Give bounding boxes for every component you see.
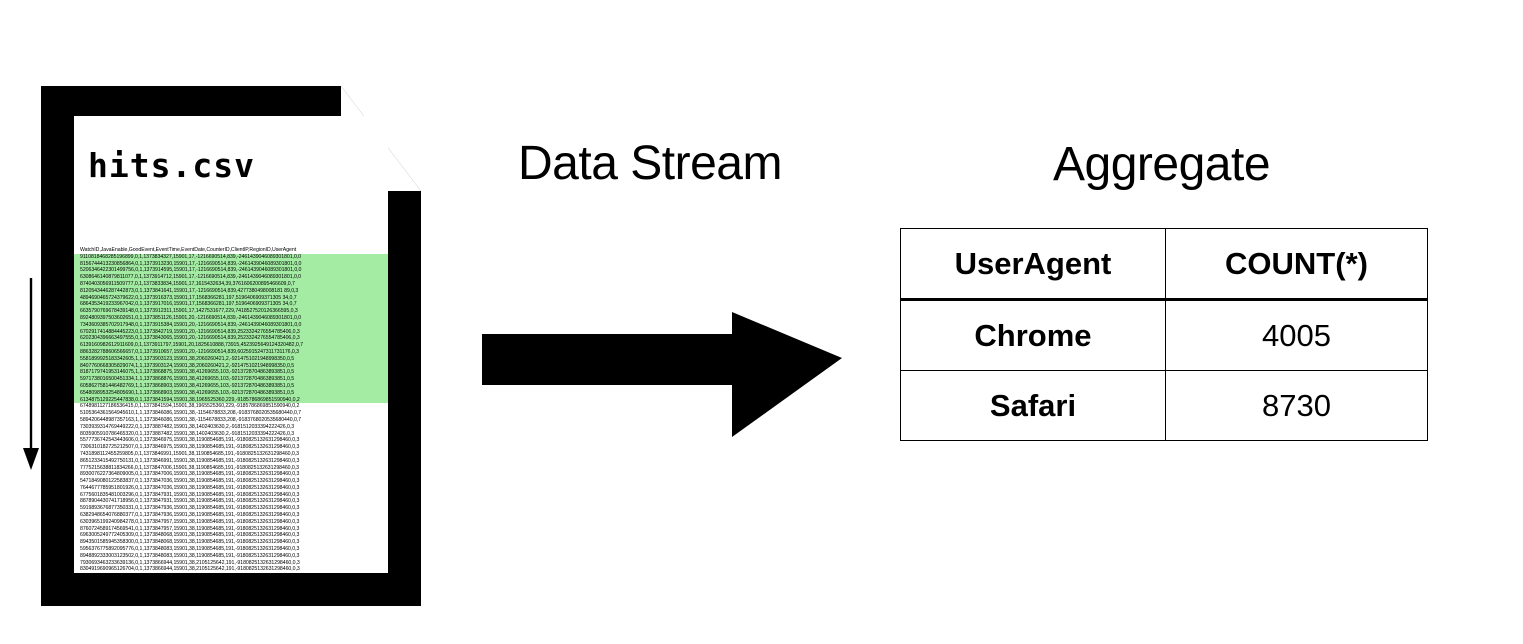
csv-row: 8651233415492750131,0,1,1373846991,15901… [80,457,300,464]
csv-row: 8035905910786465320,0,1,1373887482,15901… [80,430,295,437]
csv-row: 5894206448987357163,1,1,1373846086,15901… [80,416,302,423]
csv-row: 7306310182725212507,0,1,1373846975,15901… [80,444,300,451]
csv-row: 7775215638811834266,0,1,1373847006,15901… [80,464,299,471]
csv-row-list: 9110818468285196899,0,1,1373834327,15901… [80,254,388,573]
csv-row: 8924809397503602651,0,1,1373851126,15901… [80,314,302,321]
csv-row: 6058627581446482769,1,1,1373868903,15901… [80,382,295,389]
csv-row: 8120543446287442873,0,1,1373841641,15901… [80,287,299,294]
csv-row: 6308646140879811077,0,1,1373914712,15901… [80,274,302,281]
csv-row: 8863282788606566657,0,1,1373910657,15901… [80,348,299,355]
csv-header-row: WatchID,JavaEnable,GoodEvent,EventTime,E… [80,247,297,253]
csv-row: 7930693463233639136,0,1,1373866944,15901… [80,559,300,566]
csv-highlight-band [74,253,388,404]
csv-row: 6139160982612911609,0,1,1373911797,15901… [80,342,303,349]
csv-row: 6748981127186536415,0,1,1373841594,15901… [80,403,300,410]
csv-row: 8930076227364809005,0,1,1373847006,15901… [80,471,300,478]
csv-row: 6202304396663497555,0,1,1373843065,15901… [80,335,300,342]
csv-row: 6635790769678439148,0,1,1373912311,15901… [80,308,298,315]
table-header-row: UserAgent COUNT(*) [900,228,1428,301]
cell-count: 4005 [1165,299,1428,371]
csv-row: 8156744413230856864,0,1,1373913230,15901… [80,260,302,267]
csv-row: 5919893676877350331,0,1,1373847936,15901… [80,505,300,512]
column-header-useragent: UserAgent [900,228,1166,301]
csv-row: 5471849080122583837,0,1,1373847036,15901… [80,478,300,485]
cell-useragent: Chrome [900,299,1166,371]
csv-row: 8407760668305829074,1,1,1373903124,15901… [80,362,295,369]
csv-row: 8187179741953146075,1,1,1373868875,15901… [80,369,295,376]
csv-row: 7343609385702917948,0,1,1373915384,15901… [80,321,302,328]
csv-row: 6303965199240984278,0,1,1373847957,15901… [80,518,300,525]
csv-row: 8948892333003123502,0,1,1373848083,15901… [80,552,300,559]
csv-row: 6775601835481003296,0,1,1373847931,15901… [80,491,300,498]
column-header-count: COUNT(*) [1165,228,1428,301]
csv-row: 6864353419233967042,0,1,1373917016,15901… [80,301,297,308]
file-name-label: hits.csv [88,146,255,185]
csv-row: 6548098953254805690,1,1,1373868903,15901… [80,389,295,396]
scan-direction-arrow-icon [16,276,46,472]
csv-row: 6382948654076880377,0,1,1373847936,15901… [80,512,300,519]
cell-count: 8730 [1165,370,1428,441]
csv-row: 6963005249772405309,0,1,1373848068,15901… [80,532,300,539]
csv-row: 6702917414884445223,0,1,1373842719,15901… [80,328,300,335]
csv-row: 8740403056911509777,0,1,1373833834,15901… [80,280,295,287]
data-stream-label: Data Stream [518,137,782,190]
csv-row: 8878904430741718956,0,1,1373847931,15901… [80,498,300,505]
document-page: hits.csv WatchID,JavaEnable,GoodEvent,Ev… [74,116,388,573]
csv-row: 4894690465724379622,0,1,1373916373,15901… [80,294,297,301]
csv-row: 7303939314769449222,0,1,1373887482,15901… [80,423,295,430]
csv-row: 5971738016500451334,1,1,1373868876,15901… [80,376,295,383]
csv-row: 6134875129225447838,0,1,1373841594,15901… [80,396,300,403]
csv-row: 5105364361564945610,1,1,1373846086,15901… [80,410,302,417]
csv-row: 7644677785951801926,0,1,1373847036,15901… [80,484,300,491]
csv-row: 7431898112455259805,0,1,1373846991,15901… [80,450,299,457]
csv-row: 8760724589174569541,0,1,1373847957,15901… [80,525,300,532]
data-stream-arrow-icon [482,312,842,462]
csv-row: 8943501585945358300,0,1,1373848068,15901… [80,539,300,546]
aggregate-title: Aggregate [1053,138,1271,191]
csv-document-figure: hits.csv WatchID,JavaEnable,GoodEvent,Ev… [41,86,421,606]
cell-useragent: Safari [900,370,1166,441]
csv-row: 8304919690965126704,0,1,1373866944,15901… [80,566,300,573]
csv-row: 9110818468285196899,0,1,1373834327,15901… [80,253,302,260]
csv-row: 5577736742543443606,0,1,1373846975,15901… [80,437,300,444]
csv-row: 5206346422301499756,0,1,1373914595,15901… [80,267,302,274]
csv-row: 5956376775892095776,0,1,1373848083,15901… [80,546,300,553]
csv-content: WatchID,JavaEnable,GoodEvent,EventTime,E… [74,247,388,573]
csv-row: 5581899925183342605,1,1,1373903123,15901… [80,355,295,362]
